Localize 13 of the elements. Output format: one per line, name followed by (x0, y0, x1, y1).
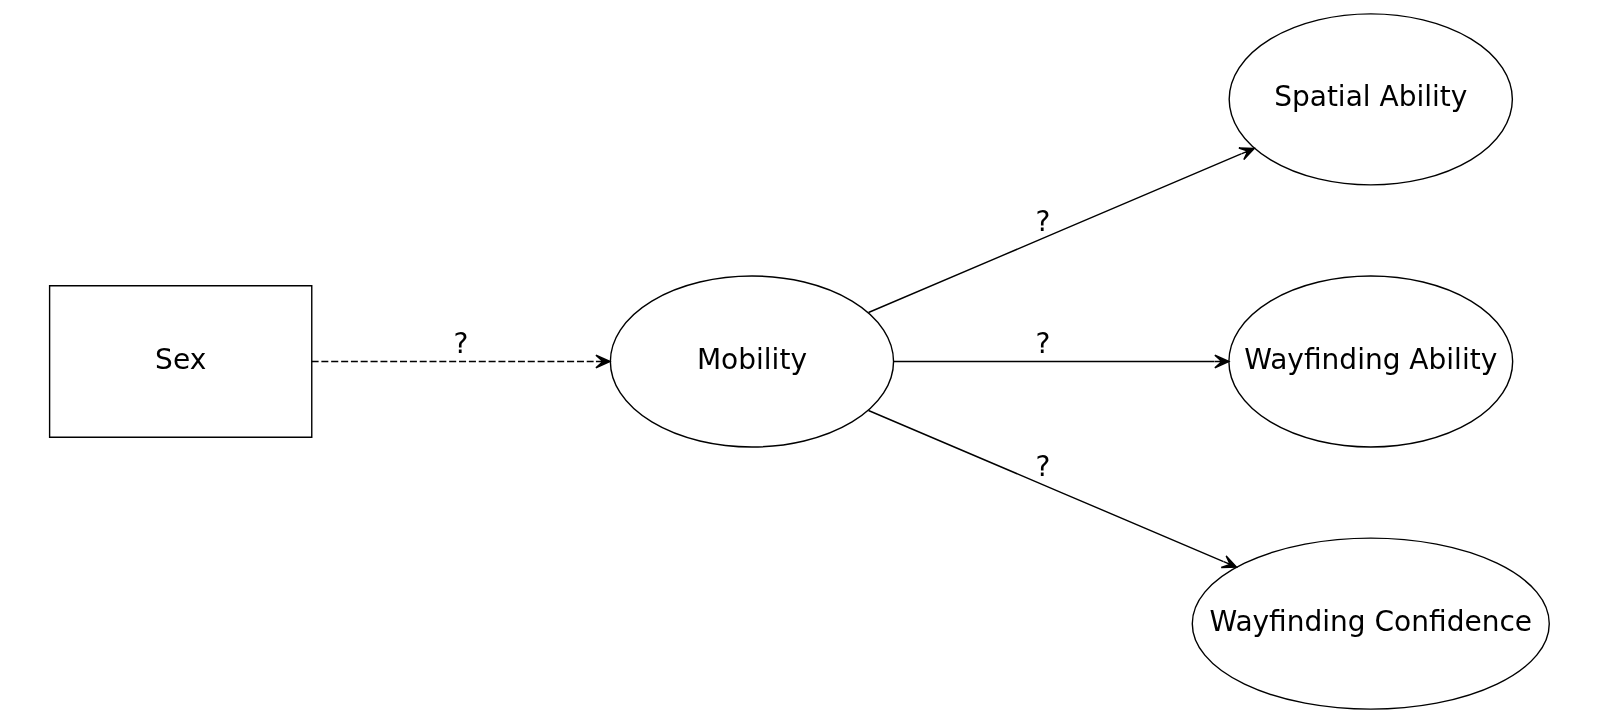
node-ellipse: Wayfinding Ability (1228, 275, 1514, 448)
edge-label: ? (1035, 450, 1051, 484)
edge-label: ? (1035, 205, 1051, 239)
arrow (867, 409, 1238, 569)
arrow (311, 354, 611, 369)
arrow (893, 354, 1230, 369)
edge-label: ? (1035, 327, 1051, 361)
node-ellipse: Wayfinding Confidence (1191, 537, 1550, 710)
arrow (867, 147, 1255, 314)
node-ellipse: Spatial Ability (1228, 13, 1514, 186)
node-ellipse: Mobility (609, 275, 895, 448)
node-box: Sex (48, 285, 313, 438)
edge-label: ? (453, 327, 469, 361)
